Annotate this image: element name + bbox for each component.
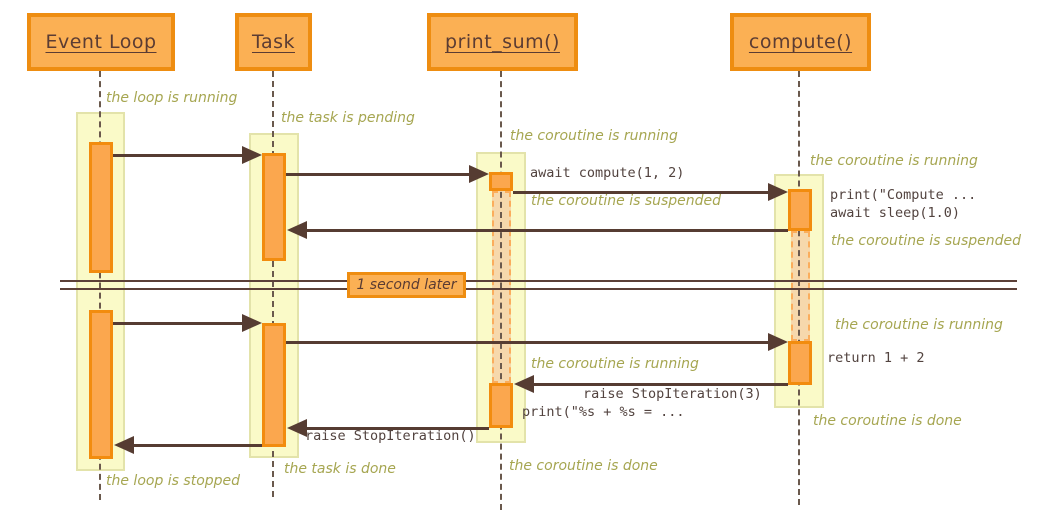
message-label: await compute(1, 2) [530, 165, 685, 181]
divider-line [60, 288, 1017, 290]
state-annotation: the coroutine is done [813, 413, 962, 429]
message-arrow-line [113, 322, 243, 325]
message-arrowhead-icon [242, 314, 262, 332]
lifeline-event-loop [99, 71, 101, 500]
message-arrowhead-icon [469, 165, 489, 183]
message-arrow-line [513, 191, 769, 194]
participant-task: Task [235, 13, 312, 71]
lifeline-task [272, 71, 274, 497]
activation-bar-compute [788, 189, 812, 231]
participant-print-sum: print_sum() [427, 13, 578, 71]
state-annotation: the coroutine is running [531, 356, 699, 372]
participant-label-task: Task [251, 31, 295, 53]
state-annotation: the loop is stopped [106, 473, 241, 489]
state-annotation: the coroutine is suspended [831, 233, 1022, 249]
message-label: print("%s + %s = ... [522, 404, 685, 420]
participant-label-compute: compute() [748, 31, 853, 53]
participant-event-loop: Event Loop [27, 13, 175, 71]
message-arrowhead-icon [514, 375, 534, 393]
message-arrowhead-icon [287, 419, 307, 437]
suspended-bar-compute [791, 231, 810, 341]
state-annotation: the task is pending [281, 110, 415, 126]
message-arrow-line [305, 229, 788, 232]
divider-line [60, 280, 1017, 282]
message-arrowhead-icon [768, 333, 788, 351]
participant-label-event-loop: Event Loop [45, 31, 157, 53]
state-annotation: the coroutine is suspended [531, 193, 722, 209]
message-label: raise StopIteration(3) [583, 386, 762, 402]
activation-bar-print-sum [489, 172, 513, 191]
state-annotation: the coroutine is done [509, 458, 658, 474]
state-annotation: the loop is running [106, 90, 238, 106]
state-annotation: the coroutine is running [810, 153, 978, 169]
activation-bar-print-sum [489, 383, 513, 428]
activation-bar-task [262, 323, 286, 447]
message-arrowhead-icon [114, 436, 134, 454]
message-arrow-line [286, 341, 769, 344]
message-arrow-line [132, 444, 262, 447]
message-arrowhead-icon [242, 146, 262, 164]
participant-label-print-sum: print_sum() [445, 31, 560, 53]
state-annotation: the task is done [284, 461, 396, 477]
message-arrow-line [532, 383, 788, 386]
message-label: raise StopIteration() [305, 428, 476, 444]
activation-bar-event-loop [89, 142, 113, 273]
activation-bar-event-loop [89, 310, 113, 459]
activation-bar-compute [788, 341, 812, 385]
message-label: print("Compute ... [830, 187, 977, 203]
lifeline-print-sum [500, 71, 502, 510]
message-arrowhead-icon [287, 221, 307, 239]
state-annotation: the coroutine is running [835, 317, 1003, 333]
message-arrow-line [113, 154, 243, 157]
divider-label: 1 second later [347, 272, 466, 298]
message-arrow-line [305, 427, 489, 430]
message-arrowhead-icon [768, 183, 788, 201]
message-label: await sleep(1.0) [830, 205, 961, 221]
message-arrow-line [286, 173, 470, 176]
state-annotation: the coroutine is running [510, 128, 678, 144]
activation-bar-task [262, 153, 286, 261]
message-label: return 1 + 2 [827, 350, 925, 366]
participant-compute: compute() [730, 13, 871, 71]
